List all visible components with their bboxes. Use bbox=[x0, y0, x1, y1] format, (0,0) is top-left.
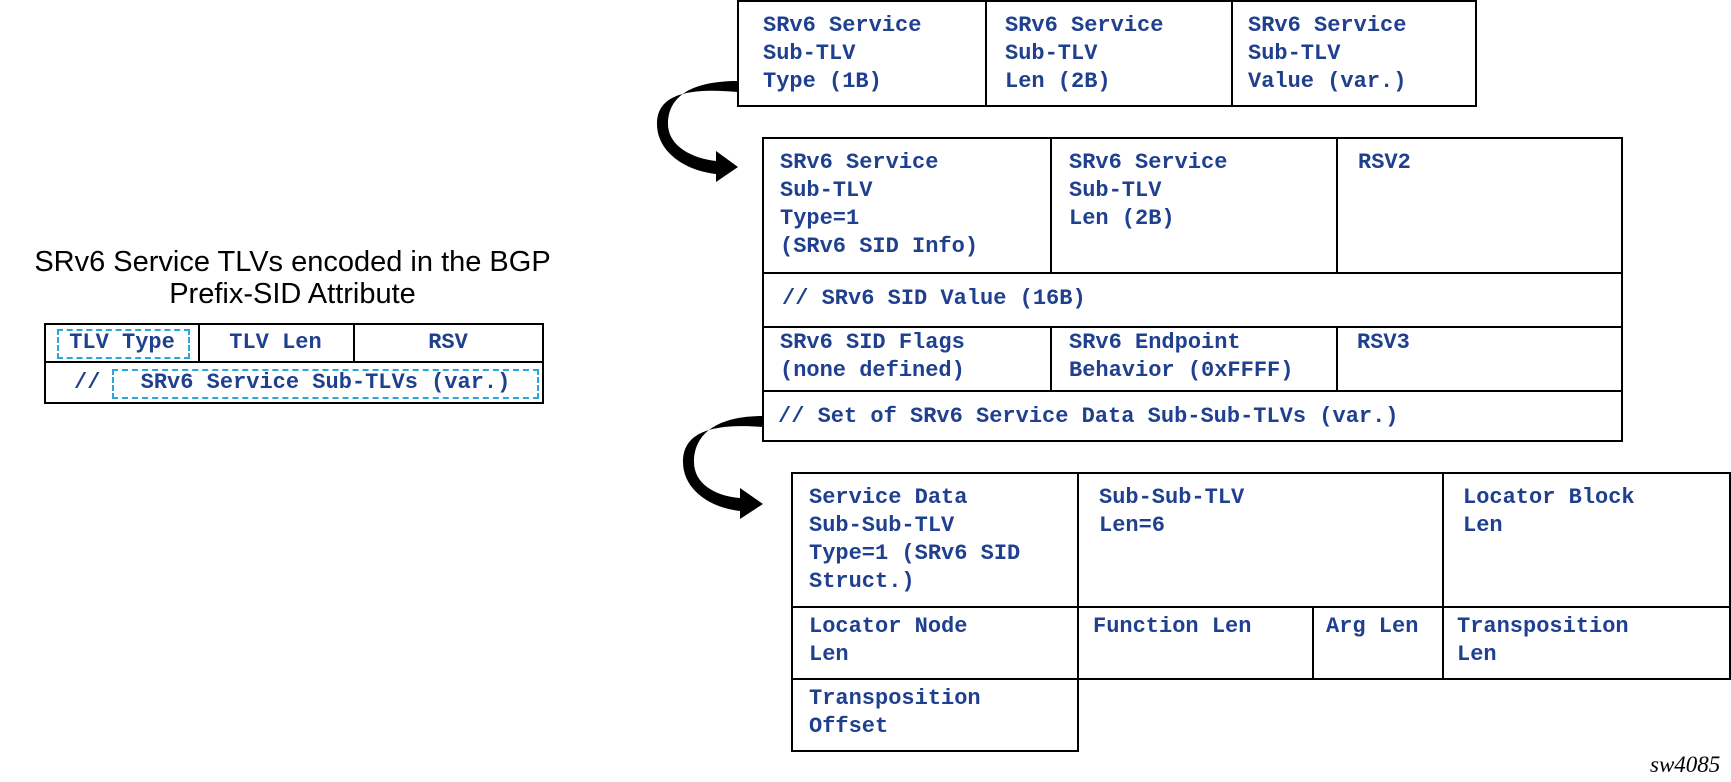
sid-info-box: SRv6 Service Sub-TLV Type=1 (SRv6 SID In… bbox=[762, 137, 1623, 442]
rsv2-field: RSV2 bbox=[1358, 150, 1411, 175]
sub-tlv-type-field: SRv6 Service Sub-TLV Type (1B) bbox=[763, 13, 922, 94]
sub-tlvs-highlight bbox=[112, 369, 539, 399]
sub-tlvs-field: SRv6 Service Sub-TLVs (var.) bbox=[140, 370, 511, 395]
sub-tlv-value-field: SRv6 Service Sub-TLV Value (var.) bbox=[1248, 13, 1407, 94]
heading-line-1: SRv6 Service TLVs encoded in the BGP bbox=[34, 246, 551, 278]
tlv-len-field: TLV Len bbox=[229, 330, 322, 355]
diagram-heading: SRv6 Service TLVs encoded in the BGP Pre… bbox=[0, 246, 585, 310]
locator-node-len-field: Locator Node Len bbox=[809, 614, 968, 667]
tlv-type-highlight bbox=[57, 329, 190, 359]
heading-line-2: Prefix-SID Attribute bbox=[169, 278, 416, 310]
sid-struct-len-field: Sub-Sub-TLV Len=6 bbox=[1099, 485, 1245, 538]
sub-tlv-len-field: SRv6 Service Sub-TLV Len (2B) bbox=[1005, 13, 1164, 94]
sub-sub-tlvs-field: // Set of SRv6 Service Data Sub-Sub-TLVs… bbox=[778, 404, 1399, 429]
sid-flags-field: SRv6 SID Flags (none defined) bbox=[780, 330, 965, 383]
sid-struct-type-field: Service Data Sub-Sub-TLV Type=1 (SRv6 SI… bbox=[809, 485, 1021, 594]
arg-len-field: Arg Len bbox=[1326, 614, 1419, 639]
arrow-sub-tlv-to-sid-info bbox=[657, 81, 738, 182]
sub-tlv-box: SRv6 Service Sub-TLV Type (1B) SRv6 Serv… bbox=[737, 0, 1477, 107]
sid-info-type-field: SRv6 Service Sub-TLV Type=1 (SRv6 SID In… bbox=[780, 150, 979, 259]
endpoint-behavior-field: SRv6 Endpoint Behavior (0xFFFF) bbox=[1069, 330, 1294, 383]
rsv3-field: RSV3 bbox=[1357, 330, 1410, 355]
locator-block-len-field: Locator Block Len bbox=[1463, 485, 1635, 538]
sid-struct-box: Service Data Sub-Sub-TLV Type=1 (SRv6 SI… bbox=[791, 472, 1731, 754]
sid-value-field: // SRv6 SID Value (16B) bbox=[782, 286, 1086, 311]
tlv-box: TLV Type TLV Len RSV // SRv6 Service Sub… bbox=[44, 323, 544, 404]
sub-tlvs-slashes: // bbox=[74, 370, 101, 395]
transposition-offset-field: Transposition Offset bbox=[809, 686, 981, 739]
function-len-field: Function Len bbox=[1093, 614, 1252, 639]
arrow-sid-info-to-struct bbox=[683, 416, 763, 519]
sid-info-len-field: SRv6 Service Sub-TLV Len (2B) bbox=[1069, 150, 1228, 231]
transposition-len-field: Transposition Len bbox=[1457, 614, 1629, 667]
tlv-type-field: TLV Type bbox=[69, 330, 175, 355]
rsv-field: RSV bbox=[428, 330, 468, 355]
figure-id: sw4085 bbox=[1650, 752, 1721, 777]
